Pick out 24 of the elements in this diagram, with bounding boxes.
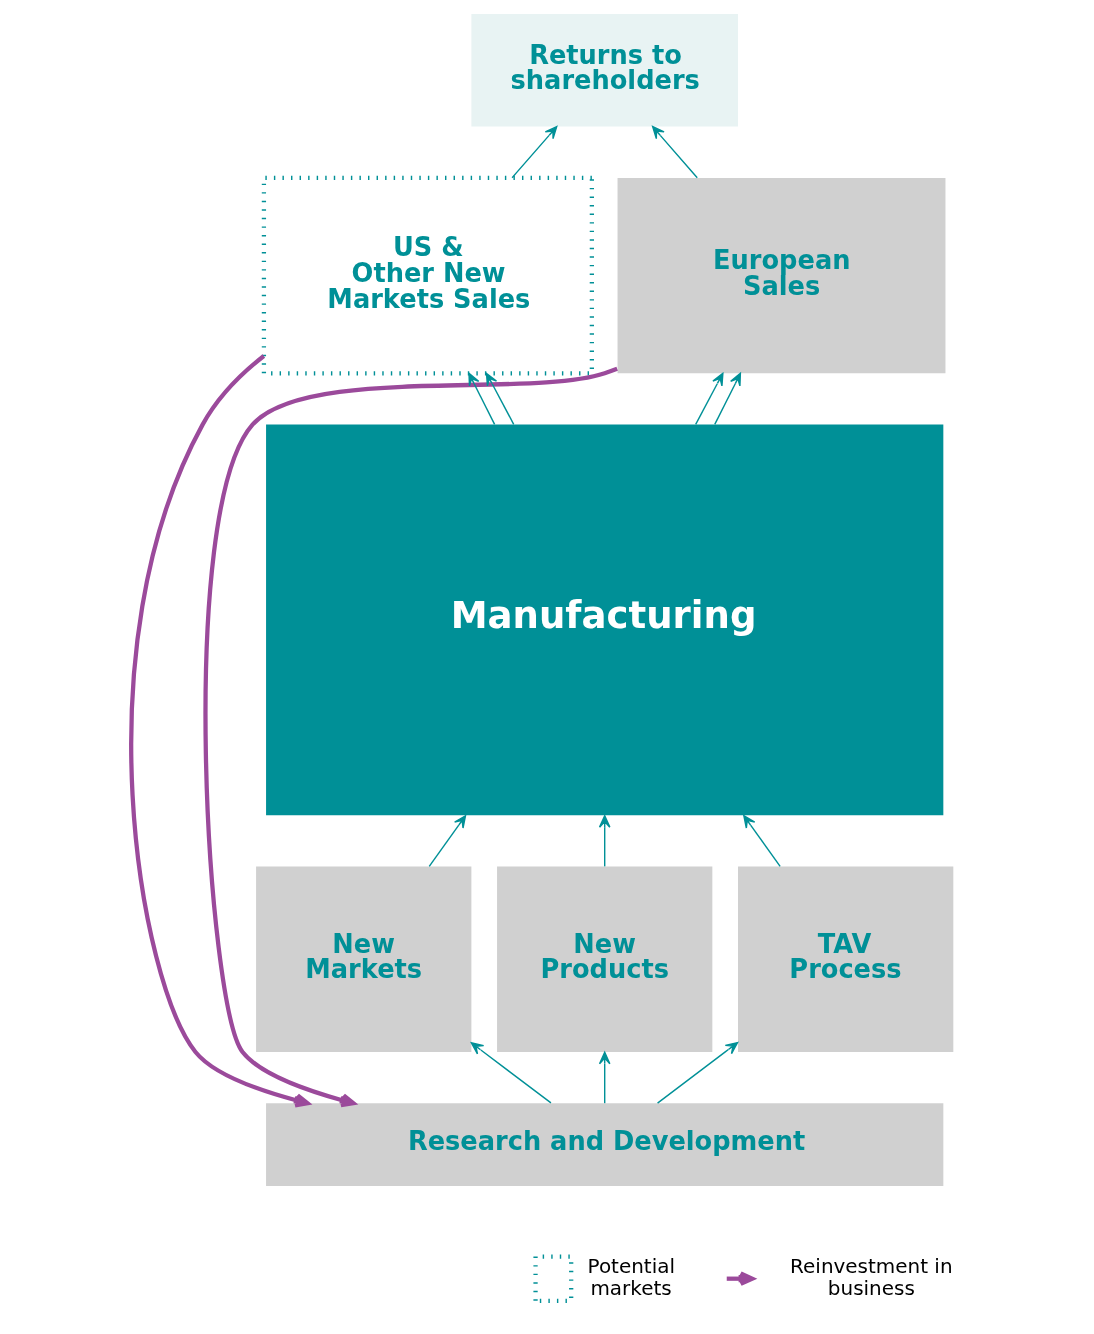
- node-box: European Sales: [617, 177, 946, 374]
- arrow: [428, 815, 467, 868]
- legend-label: Potential markets: [587, 1254, 676, 1300]
- legend-label: Reinvestment in business: [790, 1254, 953, 1300]
- arrow: [743, 815, 781, 868]
- arrow: [129, 354, 310, 1108]
- arrow: [511, 125, 558, 179]
- arrow: [714, 372, 742, 426]
- node-box: New Markets: [256, 866, 472, 1052]
- arrow: [694, 372, 724, 426]
- arrow: [656, 1041, 739, 1104]
- arrow: [485, 372, 515, 426]
- node-box: Research and Development: [266, 1103, 944, 1186]
- node-box: TAV Process: [738, 866, 954, 1052]
- arrow: [468, 372, 496, 426]
- arrow: [598, 1051, 611, 1104]
- node-box: Manufacturing: [266, 424, 944, 816]
- arrow: [470, 1042, 552, 1104]
- node-box: US & Other New Markets Sales: [261, 175, 594, 376]
- arrow: [203, 366, 618, 1108]
- arrow: [651, 125, 698, 179]
- node-box: Returns to shareholders: [471, 13, 738, 127]
- arrow: [598, 815, 611, 868]
- node-box: New Products: [497, 866, 713, 1052]
